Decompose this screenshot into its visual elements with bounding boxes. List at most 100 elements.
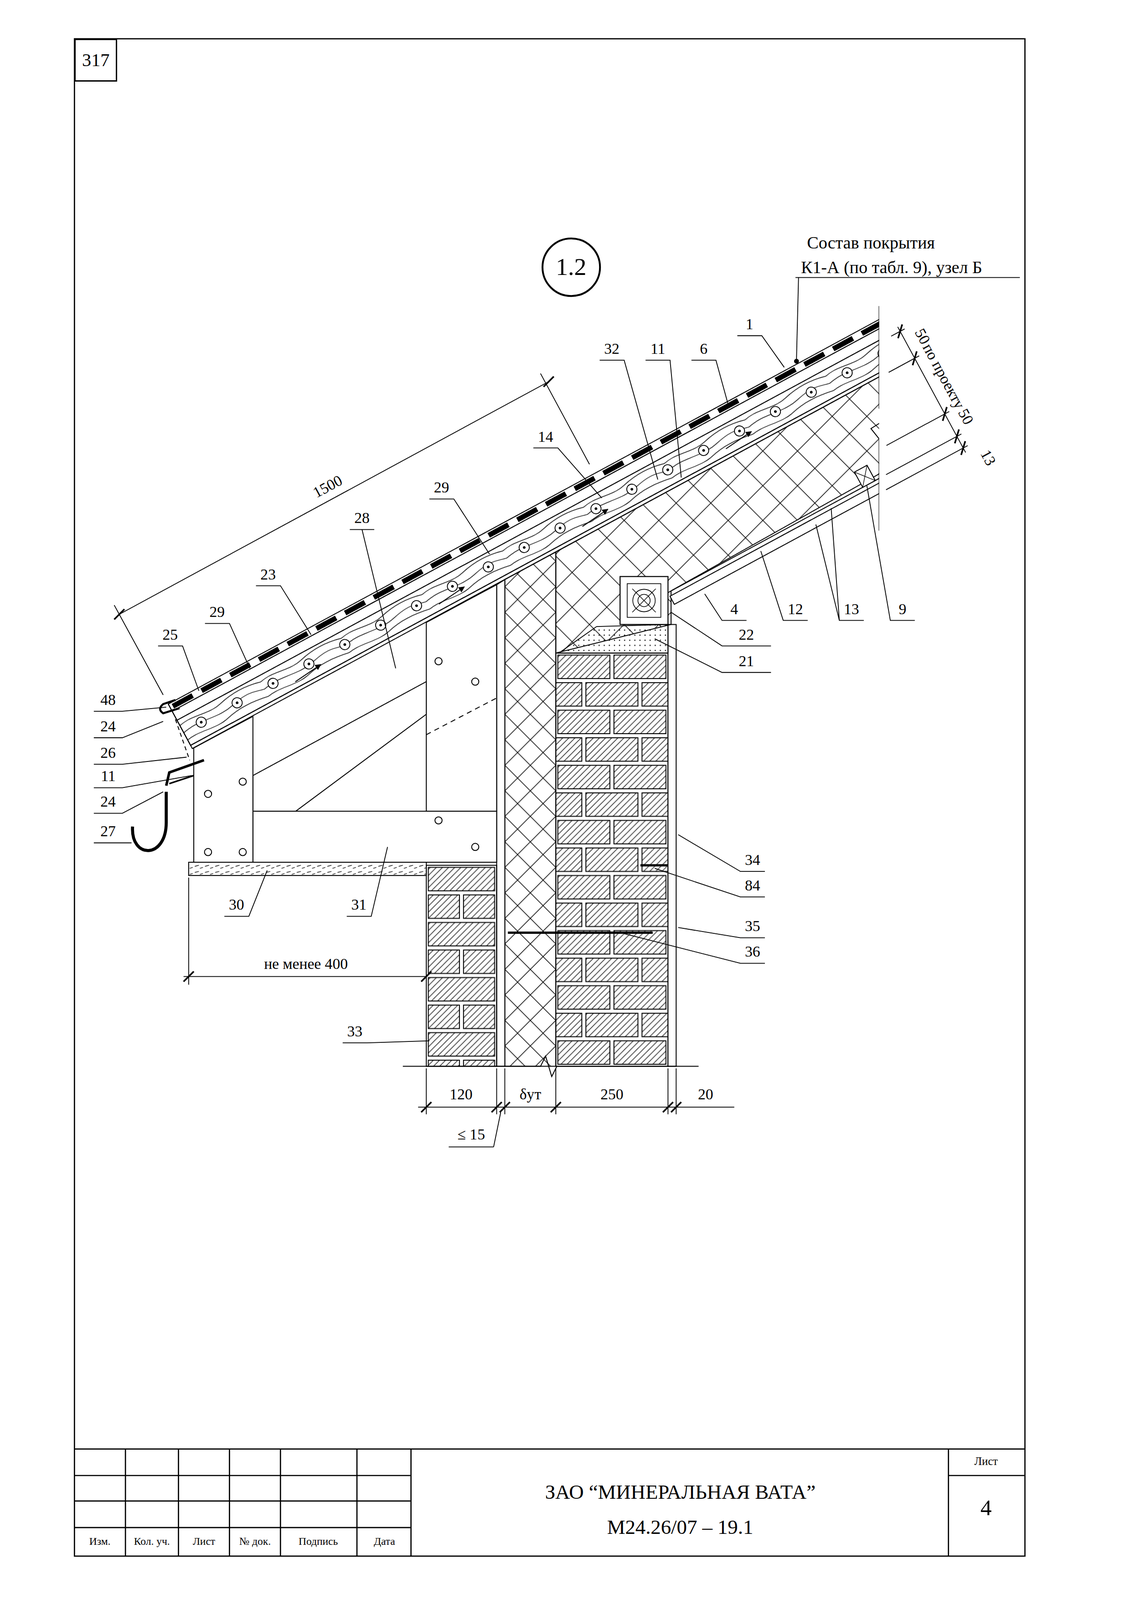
roof-section xyxy=(804,385,818,399)
leader-lines xyxy=(654,867,765,897)
roof-section xyxy=(670,432,880,605)
roof-section xyxy=(552,521,567,535)
eave-framing xyxy=(239,848,247,856)
roof-section xyxy=(168,305,879,839)
callout-number: 29 xyxy=(208,604,227,620)
dimension-lines xyxy=(886,445,968,490)
sheet-number-box: 317 xyxy=(74,38,118,82)
gutter-and-flashing xyxy=(160,699,180,713)
dimension-lines xyxy=(114,324,971,1147)
eave-framing xyxy=(434,657,443,665)
leader-lines xyxy=(737,335,785,367)
leader-lines xyxy=(342,1040,430,1043)
callout-number: 32 xyxy=(602,340,621,357)
sheet-frame xyxy=(124,1448,127,1556)
sheet-frame xyxy=(177,1448,180,1556)
gutter-and-flashing xyxy=(132,699,205,851)
title-block-text: ЗАО “МИНЕРАЛЬНАЯ ВАТА” xyxy=(543,1481,817,1503)
eave-framing xyxy=(426,584,497,811)
sheet-frame xyxy=(74,38,1025,1556)
wall xyxy=(555,652,668,1066)
callout-number: 11 xyxy=(649,340,667,357)
callout-number: 9 xyxy=(897,601,908,617)
dimension: по проекту xyxy=(919,339,969,413)
callout-number: 11 xyxy=(99,768,117,784)
roof-section xyxy=(854,464,876,487)
callout-number: 34 xyxy=(743,852,762,868)
leader-lines xyxy=(794,359,799,364)
sheet-frame xyxy=(948,1474,1026,1477)
dimension-lines xyxy=(183,976,427,977)
eave-framing xyxy=(471,677,480,686)
eave-framing xyxy=(434,816,443,824)
dimension-lines xyxy=(950,429,964,444)
roof-section xyxy=(168,305,879,839)
roof-section xyxy=(266,676,280,691)
callout-number: 25 xyxy=(161,626,180,643)
title-block-cell: № док. xyxy=(237,1535,273,1547)
title-block-cell: Лист xyxy=(191,1535,217,1547)
callout-number: 36 xyxy=(743,943,762,960)
callout-number: 30 xyxy=(227,896,246,913)
leader-lines xyxy=(704,593,747,620)
dimension-lines xyxy=(183,970,194,982)
gutter-and-flashing xyxy=(175,719,190,761)
leader-lines xyxy=(760,550,808,620)
leader-lines xyxy=(624,933,765,964)
roof-section xyxy=(176,322,879,746)
title-block-cell: Дата xyxy=(372,1535,397,1547)
leader-lines xyxy=(599,360,658,480)
callout-number: 14 xyxy=(536,428,555,445)
wall xyxy=(496,579,505,1066)
leader-lines xyxy=(671,612,771,646)
roof-section xyxy=(294,664,323,682)
dimension-lines xyxy=(188,877,190,985)
dimension-lines xyxy=(421,1101,432,1112)
callout-number: 28 xyxy=(352,510,372,526)
wall xyxy=(507,931,653,934)
leader-lines xyxy=(93,842,132,844)
dimension-lines xyxy=(550,1101,561,1112)
sheet-frame xyxy=(228,1448,231,1556)
leader-lines xyxy=(205,623,250,668)
dimension-lines xyxy=(543,376,554,387)
roof-section xyxy=(172,313,880,720)
leader-lines xyxy=(645,360,682,478)
leader-lines xyxy=(349,529,396,668)
eave-framing xyxy=(471,843,480,851)
roof-section xyxy=(172,309,879,707)
callout-number: 24 xyxy=(98,718,118,734)
title-block-text: М24.26/07 – 19.1 xyxy=(605,1516,755,1538)
gutter-and-flashing xyxy=(132,791,167,851)
note-text: К1-А (по табл. 9), узел Б xyxy=(799,258,984,276)
sheet-frame xyxy=(74,38,1025,1556)
gutter-and-flashing xyxy=(169,775,194,784)
sheet-frame xyxy=(947,1448,950,1556)
roof-section xyxy=(580,509,610,527)
callout-number: 4 xyxy=(728,601,740,617)
roof-section xyxy=(627,583,662,618)
dimension: 1500 xyxy=(309,471,346,501)
dimension-lines xyxy=(937,407,952,421)
callout-number: 29 xyxy=(432,479,451,496)
dimension-lines xyxy=(493,1111,501,1147)
roof-section xyxy=(661,462,675,477)
eave-framing xyxy=(426,697,497,735)
roof-section xyxy=(194,715,208,729)
callout-number: 84 xyxy=(743,877,762,894)
wall xyxy=(402,1055,699,1077)
eave-framing xyxy=(253,810,497,863)
callout-number: 24 xyxy=(98,793,118,810)
sheet-frame xyxy=(279,1448,282,1556)
sheet-frame xyxy=(74,1447,1025,1450)
leader-lines xyxy=(867,485,915,620)
leader-lines xyxy=(795,277,1020,279)
roof-section xyxy=(696,443,711,458)
leader-lines xyxy=(815,507,864,620)
sheet-number: 317 xyxy=(82,51,110,70)
leader-lines xyxy=(654,638,771,673)
leader-lines xyxy=(93,707,167,712)
leader-lines xyxy=(346,846,388,916)
dimension: ≤ 15 xyxy=(456,1126,487,1142)
circle-outline xyxy=(542,238,600,296)
